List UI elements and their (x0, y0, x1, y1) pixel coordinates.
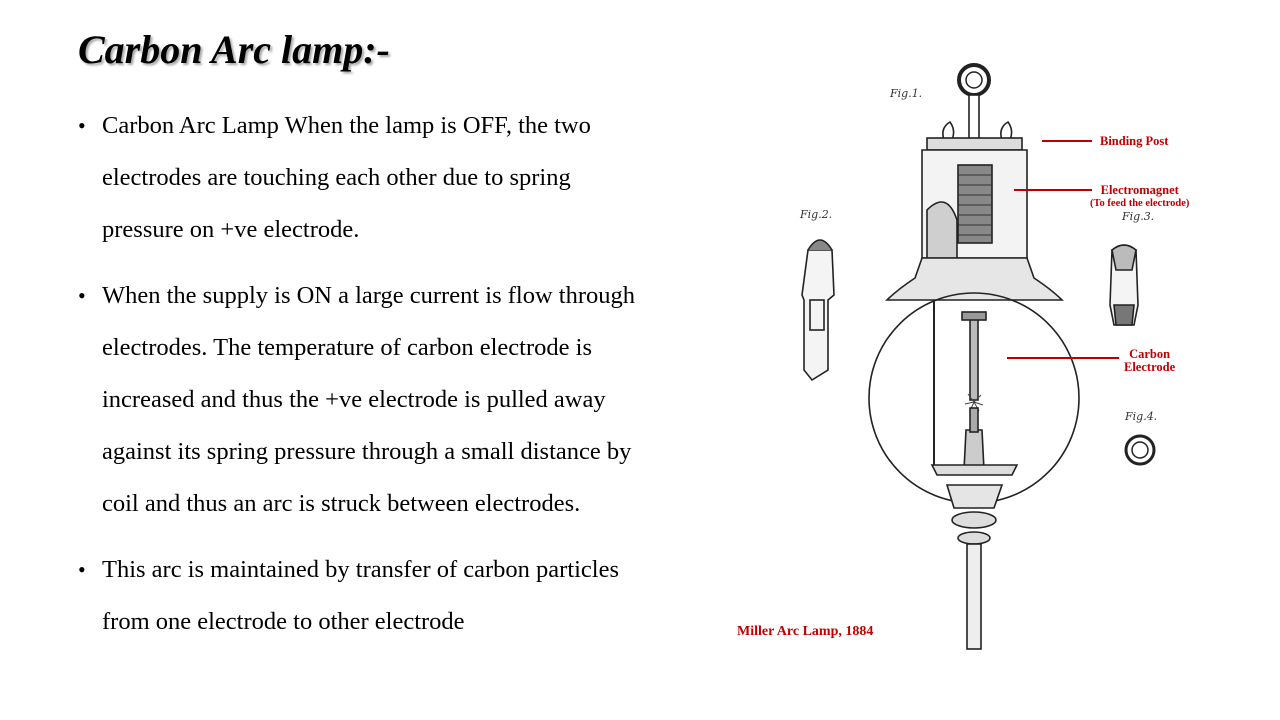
fig4-ring (1124, 434, 1156, 466)
bullet-list: • Carbon Arc Lamp When the lamp is OFF, t… (78, 100, 658, 662)
carbon-label: Carbon (1129, 347, 1171, 361)
support-pole (966, 543, 982, 650)
upper-carbon (969, 314, 979, 401)
bullet-dot: • (78, 557, 86, 582)
fig4-label: Fig.4. (1124, 410, 1157, 423)
arc-lamp-illustration: Fig.1. Fig.2. Fig.3. Fig.4. (799, 63, 1157, 650)
bullet-item: • When the supply is ON a large current i… (78, 270, 658, 530)
electromagnet-note: (To feed the electrode) (1090, 198, 1190, 209)
fig1-label: Fig.1. (889, 87, 922, 100)
electrode-label: Electrode (1124, 360, 1176, 374)
bullet-text: This arc is maintained by transfer of ca… (102, 556, 620, 635)
fig2-label: Fig.2. (799, 208, 832, 221)
electromagnet-callout: Electromagnet (To feed the electrode) (1090, 184, 1189, 210)
bullet-text: When the supply is ON a large current is… (102, 282, 635, 517)
arc-spark (964, 393, 984, 412)
lamp-cap (926, 137, 1023, 151)
binding-post-right (1000, 120, 1013, 141)
carbon-electrode-callout: Carbon Electrode (1124, 348, 1175, 374)
bullet-item: • This arc is maintained by transfer of c… (78, 544, 658, 648)
binding-post-callout: Binding Post (1100, 134, 1169, 148)
lamp-collar (885, 257, 1064, 301)
bullet-item: • Carbon Arc Lamp When the lamp is OFF, t… (78, 100, 658, 256)
binding-post-left (942, 120, 955, 141)
fig3-label: Fig.3. (1121, 210, 1154, 223)
bullet-dot: • (78, 113, 86, 138)
bullet-text: Carbon Arc Lamp When the lamp is OFF, th… (102, 112, 591, 243)
bullet-dot: • (78, 283, 86, 308)
ring-hook (957, 63, 991, 97)
fig2-electrode (801, 249, 835, 382)
figure-caption: Miller Arc Lamp, 1884 (737, 624, 874, 639)
electromagnet-coil (957, 164, 993, 244)
lower-carbon (969, 407, 979, 433)
slide-title: Carbon Arc lamp:- (78, 27, 390, 72)
electromagnet-label: Electromagnet (1100, 183, 1179, 197)
lower-carbon-holder (963, 429, 985, 471)
lamp-base (945, 484, 1004, 509)
